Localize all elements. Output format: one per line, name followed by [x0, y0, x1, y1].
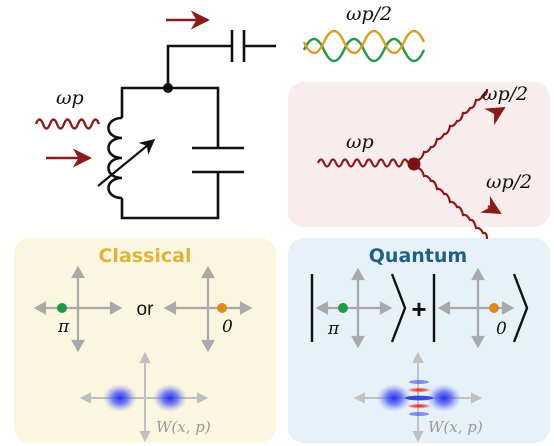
- output-wave-green-icon: [302, 37, 426, 63]
- mixing-upper-wave-icon: [417, 88, 489, 162]
- pump-wave-icon: [34, 118, 101, 130]
- classical-wigner-blob-left: [103, 384, 137, 412]
- quantum-phase-zero: 0: [496, 319, 507, 339]
- phase-space-axes-right: [163, 265, 253, 353]
- mixing-lower-wave-icon: [417, 166, 489, 240]
- three-wave-mixing: [316, 88, 506, 240]
- quantum-phase-pi: π: [327, 319, 340, 339]
- classical-title: Classical: [98, 245, 191, 267]
- mixing-upper-label: ωp/2: [482, 83, 528, 105]
- quantum-axes-right: [437, 267, 515, 349]
- quantum-title: Quantum: [369, 245, 467, 267]
- mixing-vertex: [407, 157, 421, 171]
- classical-phase-pi: π: [57, 317, 70, 337]
- classical-panel: [14, 238, 276, 443]
- classical-wigner-blob-right: [153, 384, 187, 412]
- quantum-state-pi-dot: [338, 303, 348, 313]
- tunable-arrow-icon: [97, 139, 156, 187]
- quantum-wigner-label: W(x, p): [428, 418, 483, 436]
- ket-angle-1: [390, 273, 407, 343]
- quantum-state-zero-dot: [489, 303, 499, 313]
- phase-space-axes-left: [33, 265, 123, 353]
- output-wave-orange-icon: [302, 29, 426, 55]
- quantum-interference-fringes: [405, 380, 433, 416]
- classical-phase-zero: 0: [222, 317, 233, 337]
- output-frequency-label: ωp/2: [346, 3, 392, 25]
- classical-state-pi-dot: [57, 303, 67, 313]
- circuit-wire-top-left: [120, 86, 168, 118]
- classical-wigner-label: W(x, p): [156, 418, 211, 436]
- or-word: or: [137, 299, 155, 320]
- plus-sign: +: [411, 294, 426, 324]
- circuit-wire-top-right: [168, 86, 220, 148]
- quantum-wigner-blob-right: [427, 384, 461, 412]
- mixing-pump-label: ωp: [346, 131, 374, 153]
- quantum-wigner-blob-left: [377, 384, 411, 412]
- mixing-pump-wave-icon: [316, 158, 410, 168]
- ket-angle-2: [512, 273, 529, 343]
- circuit-wire-bottom: [120, 172, 220, 220]
- circuit-node: [163, 83, 173, 93]
- quantum-panel: [288, 238, 550, 443]
- pump-frequency-label: ωp: [56, 87, 84, 109]
- mixing-lower-label: ωp/2: [486, 171, 532, 193]
- classical-state-zero-dot: [217, 303, 227, 313]
- inductor-coil: [107, 116, 123, 200]
- parametric-circuit: [107, 30, 276, 220]
- quantum-axes-left: [315, 267, 393, 349]
- circuit-wire-output: [166, 44, 232, 88]
